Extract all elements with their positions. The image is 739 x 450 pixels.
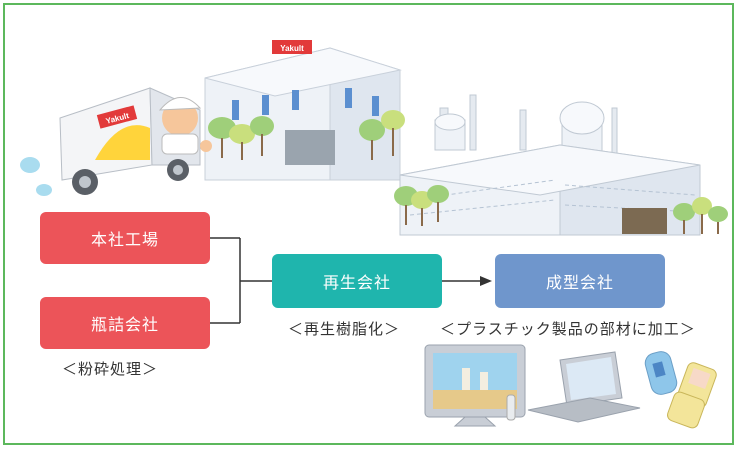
- caption-recycled-resin: ＜再生樹脂化＞: [288, 320, 401, 338]
- node-honsha-factory: 本社工場: [40, 212, 210, 264]
- node-honsha-label: 本社工場: [90, 230, 159, 249]
- caption-crushing: ＜粉砕処理＞: [62, 360, 159, 378]
- node-recycling-company: 再生会社: [272, 254, 442, 308]
- plastic-products-illustration: [424, 344, 717, 429]
- node-seikei-label: 成型会社: [545, 273, 614, 292]
- delivery-truck-illustration: Yakult: [20, 87, 212, 196]
- recycling-plant-illustration: [394, 94, 728, 236]
- head-office-building-illustration: Yakult: [204, 40, 405, 181]
- node-binzume-label: 瓶詰会社: [90, 315, 159, 334]
- caption-processing: ＜プラスチック製品の部材に加工＞: [440, 320, 696, 338]
- building-logo-text: Yakult: [280, 44, 304, 53]
- node-molding-company: 成型会社: [495, 254, 665, 308]
- node-saisei-label: 再生会社: [322, 273, 391, 292]
- arrow-to-seikei-head: [480, 276, 492, 286]
- node-bottling-company: 瓶詰会社: [40, 297, 210, 349]
- flow-connectors: [210, 237, 482, 324]
